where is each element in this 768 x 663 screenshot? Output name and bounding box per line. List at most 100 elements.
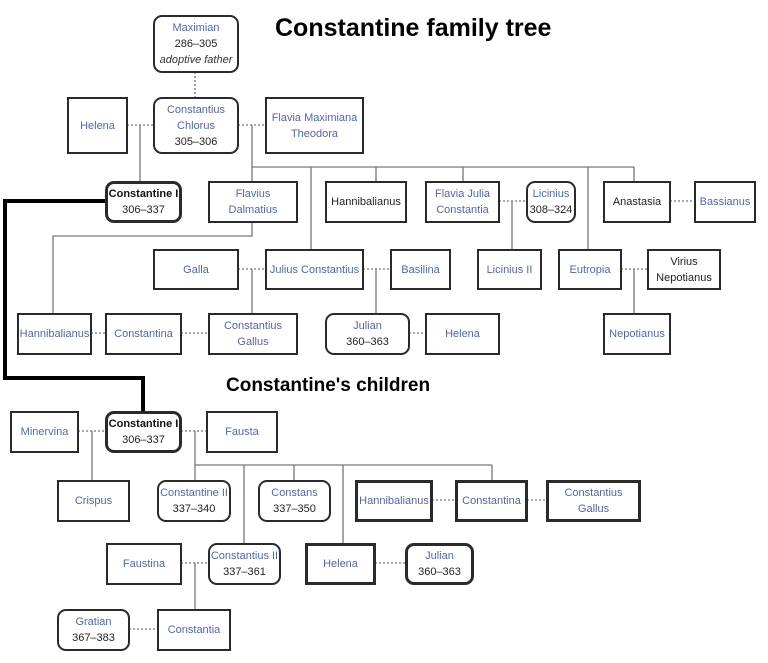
person-name: Anastasia — [612, 196, 662, 208]
person-name[interactable]: Fausta — [225, 426, 259, 438]
person-detail: 360–363 — [418, 566, 461, 578]
person-detail: adoptive father — [159, 54, 233, 66]
person-detail: 360–363 — [346, 336, 389, 348]
person-detail: 308–324 — [529, 204, 573, 216]
person-node-gratian[interactable]: Gratian 367–383 — [57, 609, 130, 651]
person-node-licinius2[interactable]: Licinius II — [477, 249, 542, 290]
person-detail: 367–383 — [72, 632, 115, 644]
person-node-fausta[interactable]: Fausta — [206, 411, 278, 453]
person-node-constantine2[interactable]: Constantine II 337–340 — [157, 480, 231, 522]
person-name: Hannibalianus — [331, 196, 401, 208]
person-name: Constantine I — [108, 418, 179, 430]
person-name[interactable]: Constantius Gallus — [564, 487, 623, 515]
person-node-nepotianus[interactable]: Nepotianus — [603, 313, 671, 355]
person-detail: 337–350 — [273, 503, 316, 515]
person-name[interactable]: Constantina — [114, 328, 173, 340]
person-name[interactable]: Constantius — [223, 320, 283, 332]
person-detail[interactable]: Constantia — [436, 204, 489, 216]
person-node-faustina[interactable]: Faustina — [106, 543, 182, 585]
person-detail[interactable]: Theodora — [290, 127, 339, 140]
person-detail: 286–305 — [174, 38, 218, 50]
person-detail: 337–340 — [172, 503, 216, 515]
person-node-hannibalianus3[interactable]: Hannibalianus — [355, 480, 433, 522]
person-node-maximian[interactable]: Maximian 286–305 adoptive father — [153, 15, 239, 73]
person-name[interactable]: Constantius — [166, 103, 226, 116]
person-name[interactable]: Constantius II — [210, 550, 279, 562]
person-detail: 337–361 — [223, 566, 266, 578]
person-node-basilina[interactable]: Basilina — [390, 249, 451, 290]
person-name[interactable]: Flavia Maximiana — [271, 111, 358, 124]
person-name[interactable]: Hannibalianus — [19, 328, 90, 340]
person-node-hannibalianus1[interactable]: Hannibalianus — [325, 181, 407, 223]
person-name[interactable]: Minervina — [20, 426, 69, 438]
person-detail: 305–306 — [174, 135, 218, 148]
person-node-helena3[interactable]: Helena — [305, 543, 376, 585]
person-name[interactable]: Constantia — [167, 624, 221, 636]
person-name[interactable]: Eutropia — [569, 263, 611, 276]
person-detail[interactable]: Chlorus — [177, 119, 215, 132]
person-node-hannibalianus2[interactable]: Hannibalianus — [17, 313, 92, 355]
person-node-helena2[interactable]: Helena — [425, 313, 500, 355]
person-node-minervina[interactable]: Minervina — [10, 411, 79, 453]
person-name[interactable]: Gratian — [75, 616, 112, 628]
person-name[interactable]: Helena — [445, 328, 480, 340]
person-name[interactable]: Constantine II — [160, 487, 228, 499]
person-detail: 306–337 — [122, 204, 165, 216]
person-node-bassianus[interactable]: Bassianus — [694, 181, 756, 223]
person-name[interactable]: Helena — [323, 558, 358, 570]
person-name[interactable]: Julian — [353, 320, 382, 332]
person-name[interactable]: Helena — [80, 119, 115, 132]
person-name[interactable]: Hannibalianus — [359, 495, 429, 507]
person-detail: 306–337 — [122, 434, 165, 446]
person-node-licinius[interactable]: Licinius 308–324 — [526, 181, 576, 223]
person-node-constantius2[interactable]: Constantius II 337–361 — [208, 543, 281, 585]
person-detail[interactable]: Dalmatius — [228, 204, 278, 216]
descent-line — [52, 222, 253, 313]
person-node-julian2[interactable]: Julian 360–363 — [405, 543, 474, 585]
person-detail[interactable]: Gallus — [237, 336, 269, 348]
person-detail: Nepotianus — [656, 271, 712, 284]
person-node-julius[interactable]: Julius Constantius — [265, 249, 364, 290]
person-name[interactable]: Maximian — [172, 22, 220, 34]
person-name[interactable]: Constans — [271, 487, 318, 499]
person-node-constantina2[interactable]: Constantina — [455, 480, 528, 522]
person-name[interactable]: Flavius — [235, 188, 271, 200]
person-node-julian1[interactable]: Julian 360–363 — [325, 313, 410, 355]
person-node-constantine1b[interactable]: Constantine I 306–337 — [105, 411, 182, 453]
main-title: Constantine family tree — [275, 14, 552, 42]
person-node-constans[interactable]: Constans 337–350 — [258, 480, 331, 522]
person-node-galla[interactable]: Galla — [153, 249, 239, 290]
person-node-eutropia[interactable]: Eutropia — [558, 249, 622, 290]
person-name[interactable]: Crispus — [74, 495, 113, 507]
person-name[interactable]: Julius Constantius — [269, 263, 360, 276]
person-node-constantine1[interactable]: Constantine I 306–337 — [105, 181, 182, 223]
constantine-link-line — [3, 199, 145, 412]
person-name[interactable]: Flavia Julia — [434, 188, 491, 200]
person-name[interactable]: Licinius II — [486, 263, 533, 276]
person-node-anastasia[interactable]: Anastasia — [603, 181, 671, 223]
person-name: Constantine I — [108, 188, 179, 200]
person-node-constantina1[interactable]: Constantina — [105, 313, 182, 355]
children-title: Constantine's children — [226, 375, 431, 396]
person-node-crispus[interactable]: Crispus — [57, 480, 130, 522]
person-node-gallus2[interactable]: Constantius Gallus — [546, 480, 641, 522]
person-node-helena1[interactable]: Helena — [67, 97, 128, 154]
person-name[interactable]: Constantina — [462, 495, 521, 507]
person-name[interactable]: Bassianus — [699, 196, 751, 208]
person-node-constantia2[interactable]: Constantia — [157, 609, 231, 651]
person-name[interactable]: Basilina — [401, 263, 440, 276]
person-name[interactable]: Galla — [183, 263, 209, 276]
person-name: Virius — [670, 255, 698, 268]
person-name[interactable]: Julian — [425, 550, 454, 562]
person-name[interactable]: Licinius — [532, 188, 570, 200]
person-name[interactable]: Faustina — [122, 558, 166, 570]
person-name[interactable]: Nepotianus — [609, 328, 665, 340]
